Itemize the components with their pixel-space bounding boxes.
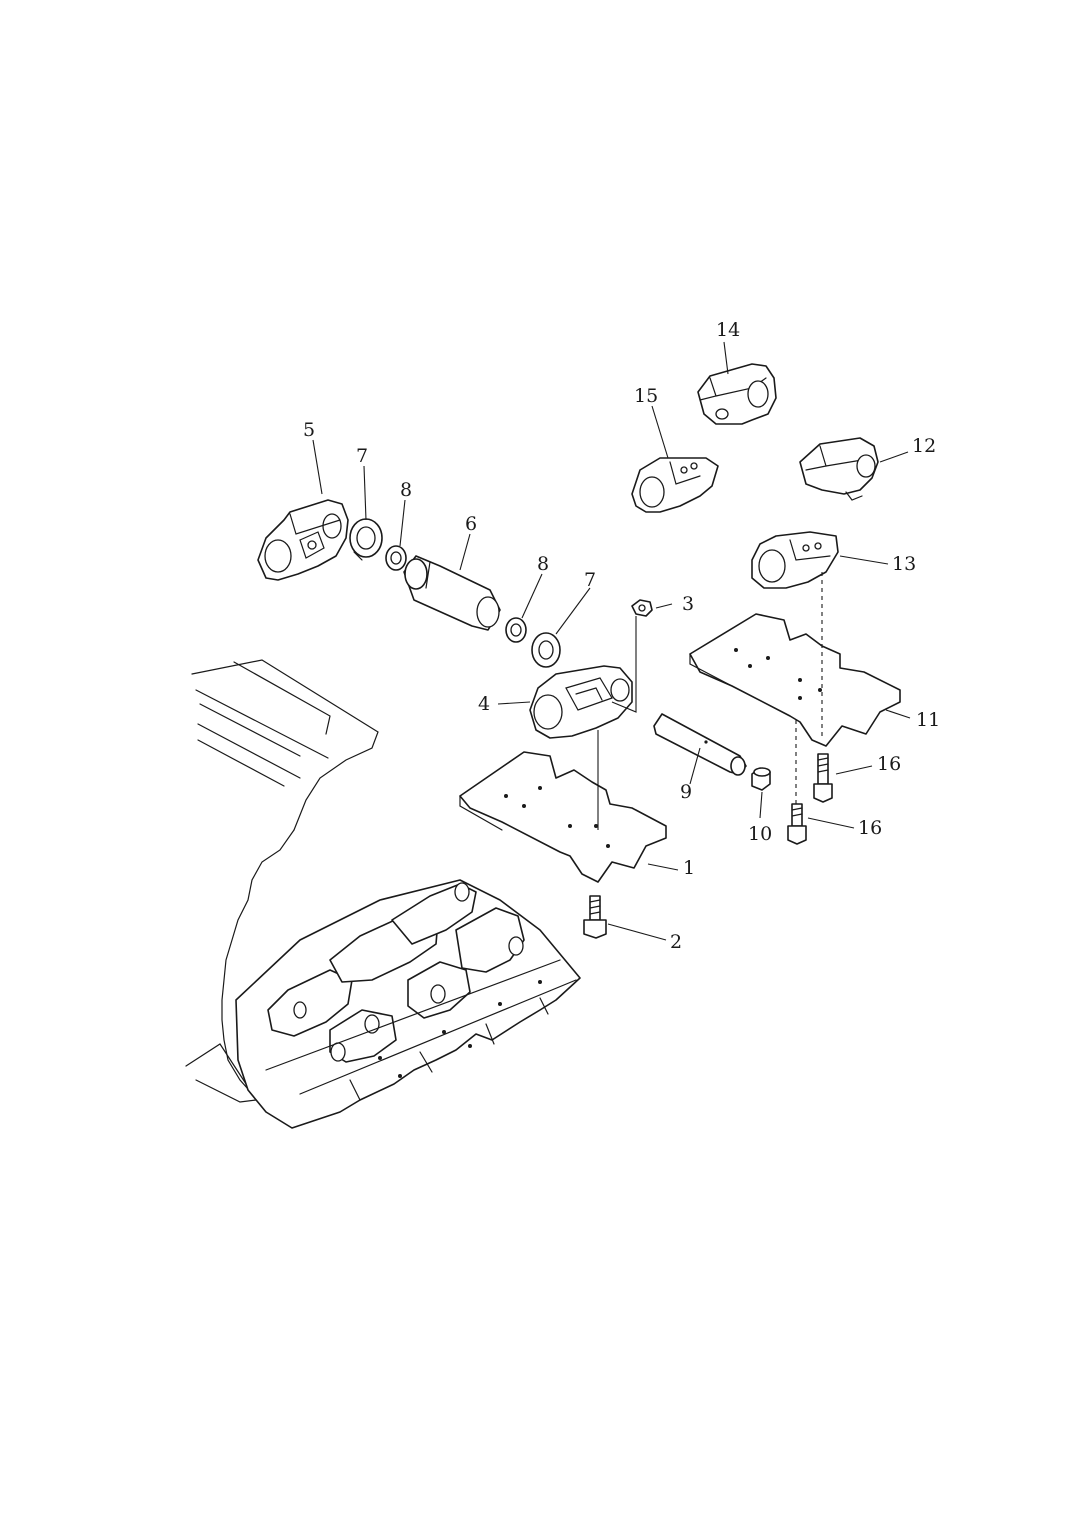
leader-lines [312, 341, 911, 941]
master-link-half-12 [799, 437, 879, 501]
spacer-8-right [505, 617, 527, 643]
callout-11: 11 [916, 709, 940, 731]
assembled-track [185, 659, 581, 1129]
seal-7-right [531, 632, 561, 668]
callout-7-left: 7 [356, 445, 368, 467]
pin-9 [653, 713, 747, 776]
track-link-5 [257, 499, 349, 581]
master-link-half-14 [697, 363, 777, 425]
seal-7-left [349, 518, 383, 561]
callout-12: 12 [912, 435, 936, 457]
track-shoe-11 [689, 613, 901, 747]
callout-13: 13 [892, 553, 916, 575]
callout-15: 15 [634, 385, 658, 407]
callout-1: 1 [683, 857, 695, 879]
callout-5: 5 [303, 419, 315, 441]
bolt-16-lower [787, 803, 807, 845]
bolt-2 [583, 895, 607, 939]
callout-10: 10 [748, 823, 772, 845]
callout-3: 3 [682, 593, 694, 615]
master-link-half-15 [631, 457, 719, 513]
nut-3 [631, 599, 653, 617]
callout-7-right: 7 [584, 569, 596, 591]
spacer-8-left [385, 545, 407, 571]
callout-16-upper: 16 [877, 753, 901, 775]
master-link-half-13 [751, 531, 839, 589]
callout-9: 9 [680, 781, 692, 803]
bolt-16-upper [813, 753, 833, 803]
callout-14: 14 [716, 319, 740, 341]
collar-10 [751, 767, 771, 791]
callout-labels: 1 2 3 4 5 6 7 7 8 8 9 10 11 12 13 14 15 … [303, 319, 940, 953]
callout-4: 4 [478, 693, 490, 715]
callout-16-lower: 16 [858, 817, 882, 839]
track-shoe-1 [459, 751, 667, 883]
callout-8-left: 8 [400, 479, 412, 501]
callout-6: 6 [465, 513, 477, 535]
bushing-6 [403, 555, 501, 631]
callout-2: 2 [670, 931, 682, 953]
track-link-4 [529, 665, 633, 739]
callout-8-right: 8 [537, 553, 549, 575]
